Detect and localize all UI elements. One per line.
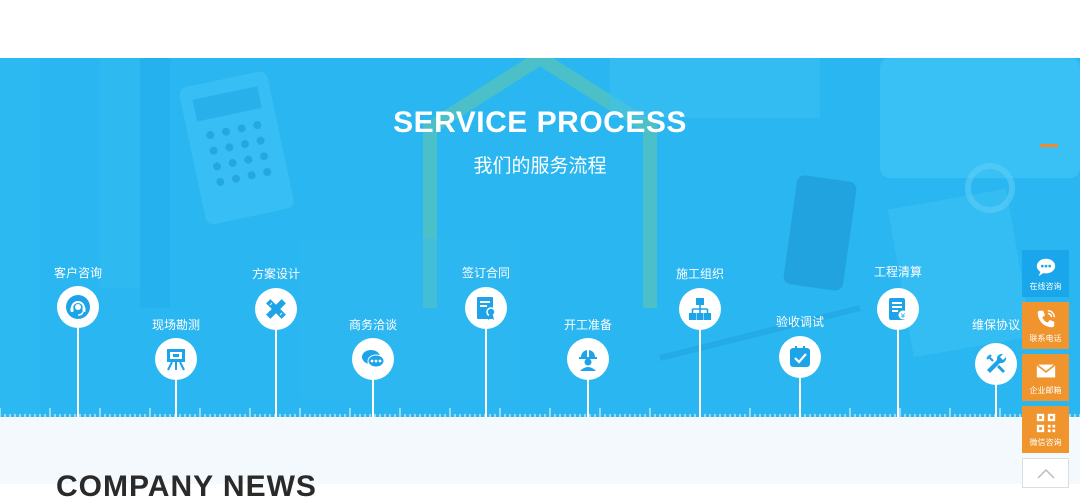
step-connector-line (485, 329, 487, 418)
service-process-banner: SERVICE PROCESS 我们的服务流程 客户咨询现场勘测 方案设计商务洽谈… (0, 58, 1080, 418)
chevron-up-icon (1036, 468, 1055, 479)
phone-label: 联系电话 (1029, 333, 1062, 343)
step-connector-line (699, 330, 701, 418)
step-label: 客户咨询 (53, 266, 103, 280)
step-label: 验收调试 (775, 315, 825, 329)
worker-icon (575, 346, 601, 372)
phone-icon (1037, 309, 1055, 327)
step-icon-circle[interactable] (155, 338, 197, 380)
step-label: 签订合同 (461, 266, 511, 280)
step-label: 商务洽谈 (348, 318, 398, 332)
step-connector-line (995, 385, 997, 418)
timeline-ruler (0, 408, 1080, 418)
step-connector-line (77, 328, 79, 418)
step-connector-line (587, 380, 589, 418)
step-icon-circle[interactable] (465, 287, 507, 329)
wrench-icon (983, 351, 1009, 377)
step-icon-circle[interactable] (57, 286, 99, 328)
email-label: 企业邮箱 (1029, 385, 1062, 395)
step-label: 施工组织 (675, 267, 725, 281)
step-label: 现场勘测 (151, 318, 201, 332)
step-connector-line (175, 380, 177, 418)
invoice-icon: ¥ (885, 296, 911, 322)
news-section-title: COMPANY NEWS (56, 470, 317, 503)
step-label: 开工准备 (563, 318, 613, 332)
step-icon-circle[interactable] (567, 338, 609, 380)
ruler-pencil-icon (263, 296, 289, 322)
easel-icon (163, 346, 189, 372)
chat-bubble-icon (1036, 258, 1055, 276)
online-consult-label: 在线咨询 (1029, 281, 1062, 291)
chat-icon (360, 346, 386, 372)
check-icon (787, 344, 813, 370)
step-icon-circle[interactable] (255, 288, 297, 330)
step-connector-line (799, 378, 801, 418)
headset-icon (65, 294, 91, 320)
step-connector-line (275, 330, 277, 418)
svg-text:¥: ¥ (901, 312, 906, 320)
step-label: 工程清算 (873, 265, 923, 279)
step-icon-circle[interactable] (679, 288, 721, 330)
step-icon-circle[interactable] (352, 338, 394, 380)
online-consult-button[interactable]: 在线咨询 (1022, 250, 1069, 297)
step-connector-line (897, 330, 899, 418)
back-to-top-button[interactable] (1022, 458, 1069, 488)
scroll-indicator (1040, 144, 1058, 147)
step-connector-line (372, 380, 374, 418)
step-label: 维保协议 (971, 318, 1021, 332)
envelope-icon (1035, 363, 1056, 377)
top-header (0, 0, 1080, 58)
step-icon-circle[interactable]: ¥ (877, 288, 919, 330)
section-subtitle-cn: 我们的服务流程 (473, 155, 607, 177)
step-label: 方案设计 (251, 267, 301, 281)
phone-button[interactable]: 联系电话 (1022, 302, 1069, 349)
news-section (0, 418, 1080, 484)
wechat-label: 微信咨询 (1029, 437, 1062, 447)
qr-code-icon (1036, 413, 1055, 432)
org-chart-icon (687, 296, 713, 322)
section-title-en: SERVICE PROCESS (393, 106, 687, 139)
step-icon-circle[interactable] (975, 343, 1017, 385)
step-icon-circle[interactable] (779, 336, 821, 378)
wechat-button[interactable]: 微信咨询 (1022, 406, 1069, 453)
email-button[interactable]: 企业邮箱 (1022, 354, 1069, 401)
contract-icon (473, 295, 499, 321)
